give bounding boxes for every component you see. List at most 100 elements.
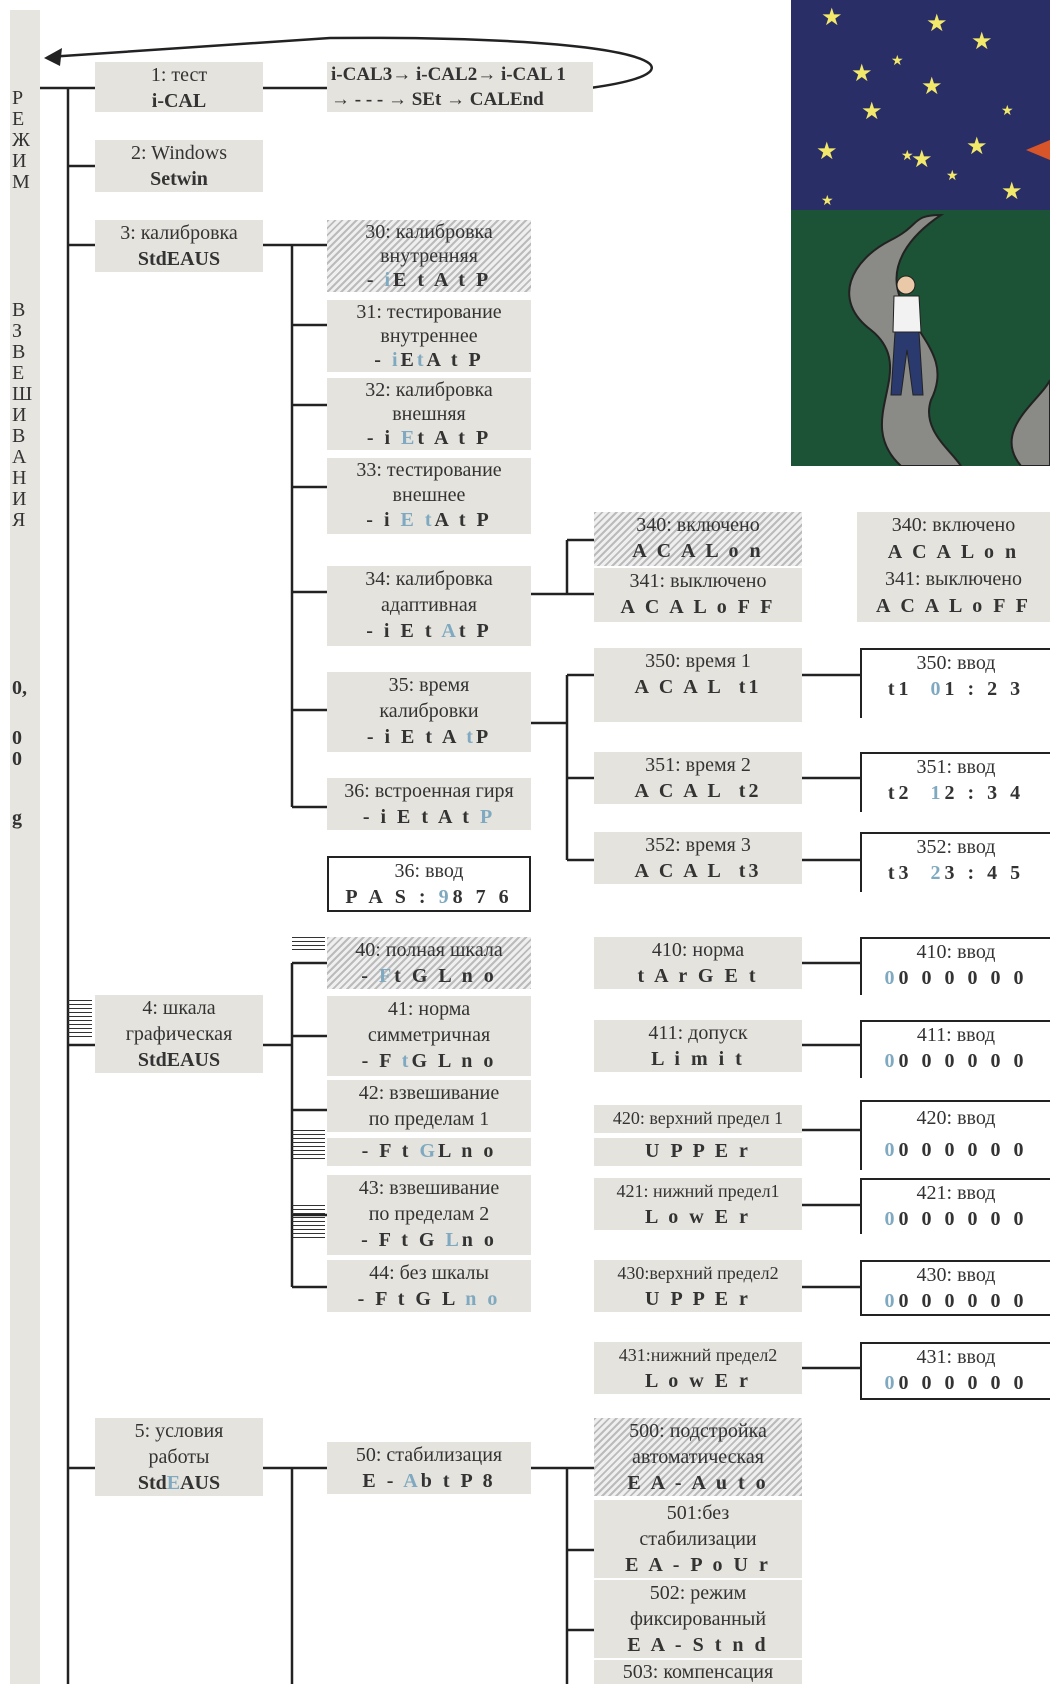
node-code: - i E t A t P: [362, 806, 496, 828]
node-label: 30: калибровка: [365, 221, 493, 243]
menu-node-31: 31: тестирование внутреннее - iEtA t P: [327, 300, 531, 372]
node-code: A C A L o F F: [620, 596, 776, 618]
loop-line-1: i-CAL3→ i-CAL2→ i-CAL 1: [331, 64, 566, 85]
node-code: - i E t At P: [366, 620, 492, 642]
star-icon: ★: [901, 149, 914, 164]
node-code: A C A L o n: [887, 541, 1020, 563]
sidebar-unit: g: [12, 807, 22, 829]
input-421-lower[interactable]: 421: ввод 00 0 0 0 0 0: [860, 1178, 1050, 1234]
input-420-upper[interactable]: 420: ввод 00 0 0 0 0 0: [860, 1100, 1050, 1170]
input-350-time[interactable]: 350: ввод t1 01 : 2 3: [860, 648, 1050, 718]
node-code: t1 01 : 2 3: [887, 678, 1025, 700]
menu-node-1-test: 1: тест i-CAL: [95, 62, 263, 112]
node-label-2: работы: [148, 1446, 210, 1468]
node-code: 00 0 0 0 0 0: [884, 1050, 1028, 1072]
menu-node-341: 341: выключено A C A L o F F: [594, 568, 802, 622]
input-410-target[interactable]: 410: ввод 00 0 0 0 0 0: [860, 937, 1050, 995]
menu-node-420-code: U P P E r: [594, 1138, 802, 1166]
node-label: 352: ввод: [916, 836, 996, 858]
menu-node-42-code: - F t GL n o: [327, 1138, 531, 1166]
node-code: L o w E r: [645, 1206, 751, 1228]
star-icon: ★: [891, 54, 904, 69]
sidebar-reading-1: 0,: [12, 677, 27, 699]
sidebar-weighing-word: В З В Е Ш И В А Н И Я: [12, 299, 33, 531]
star-icon: ★: [851, 61, 873, 87]
node-code: - F tG L n o: [361, 1050, 497, 1072]
star-icon: ★: [971, 29, 993, 55]
node-label: 502: режим: [649, 1582, 747, 1604]
star-icon: ★: [821, 194, 834, 209]
input-351-time[interactable]: 351: ввод t2 12 : 3 4: [860, 752, 1050, 812]
node-code: i-CAL: [151, 90, 207, 112]
node-label: 2: Windows: [130, 142, 228, 164]
menu-node-34: 34: калибровка адаптивная - i E t At P: [327, 566, 531, 646]
star-icon: ★: [946, 169, 959, 184]
star-icon: ★: [1001, 104, 1014, 119]
node-label: 340: включено: [636, 514, 760, 536]
node-label-2: симметричная: [367, 1024, 491, 1046]
input-411-limit[interactable]: 411: ввод 00 0 0 0 0 0: [860, 1020, 1050, 1078]
selection-stripes: [68, 1000, 92, 1040]
input-431-lower[interactable]: 431: ввод 00 0 0 0 0 0: [860, 1342, 1050, 1400]
menu-node-4-graphic-scale: 4: шкала графическая StdEAUS: [95, 995, 263, 1073]
node-label: 420: ввод: [916, 1107, 996, 1129]
menu-node-431: 431:нижний предел2 L o w E r: [594, 1342, 802, 1394]
node-code: - i E t A tP: [366, 726, 492, 748]
menu-node-44: 44: без шкалы - F t G L n o: [327, 1260, 531, 1312]
menu-node-351: 351: время 2 A C A L t2: [594, 752, 802, 804]
node-label: 4: шкала: [142, 997, 216, 1019]
menu-node-36: 36: встроенная гиря - i E t A t P: [327, 778, 531, 830]
node-label: 42: взвешивание: [358, 1082, 500, 1104]
node-label-2: внутренняя: [380, 245, 478, 267]
node-label: 340: включено: [891, 514, 1016, 536]
node-code: E A - S t n d: [627, 1634, 769, 1656]
menu-node-503: 503: компенсация: [594, 1660, 802, 1684]
node-label: 430:верхний предел2: [617, 1263, 779, 1283]
menu-node-501: 501:без стабилизации E A - P o U r: [594, 1500, 802, 1578]
star-icon: ★: [1001, 179, 1023, 205]
node-label: 341: выключено: [629, 570, 767, 592]
menu-node-5-conditions: 5: условия работы StdEAUS: [95, 1418, 263, 1496]
node-code: Setwin: [150, 168, 208, 190]
node-label: 33: тестирование: [356, 459, 502, 481]
menu-node-352: 352: время 3 A C A L t3: [594, 832, 802, 884]
menu-node-43: 43: взвешивание по пределам 2 - F t G Ln…: [327, 1175, 531, 1255]
menu-node-40: 40: полная шкала - Ft G L n o: [327, 937, 531, 989]
node-label-2: калибровки: [379, 700, 479, 722]
path-and-figure: [848, 140, 1050, 466]
input-36-password[interactable]: 36: ввод P A S : 98 7 6: [327, 856, 531, 912]
input-430-upper[interactable]: 430: ввод 00 0 0 0 0 0: [860, 1260, 1050, 1316]
night-path-illustration: ★ ★ ★ ★ ★ ★ ★ ★ ★ ★ ★ ★ ★ ★ ★: [791, 0, 1050, 466]
node-label: 421: нижний предел1: [616, 1181, 780, 1201]
node-label-2: адаптивная: [380, 594, 478, 616]
node-code: StdEAUS: [137, 248, 221, 270]
menu-node-420-label: 420: верхний предел 1: [594, 1105, 802, 1133]
node-code: - F t G L n o: [357, 1288, 501, 1310]
node-code: A C A L t3: [634, 860, 762, 882]
node-code: 00 0 0 0 0 0: [884, 967, 1028, 989]
node-label-2: по пределам 2: [368, 1203, 490, 1225]
node-code-2: A C A L o F F: [876, 595, 1031, 617]
star-icon: ★: [926, 11, 948, 37]
node-code: E A - P o U r: [625, 1554, 771, 1576]
star-icon: ★: [861, 99, 883, 125]
node-label: 421: ввод: [916, 1182, 996, 1204]
node-label: 503: компенсация: [622, 1661, 774, 1683]
node-label: 35: время: [388, 674, 470, 696]
node-label: 500: подстройка: [629, 1420, 767, 1442]
node-label: 41: норма: [387, 998, 471, 1020]
node-code: StdEAUS: [137, 1049, 221, 1071]
star-icon: ★: [911, 147, 933, 173]
node-label-2: автоматическая: [631, 1446, 765, 1468]
node-label-2: по пределам 1: [368, 1108, 490, 1130]
star-icon: ★: [816, 139, 838, 165]
node-code: E - Ab t P 8: [362, 1470, 496, 1492]
node-label: 5: условия: [134, 1420, 224, 1442]
input-352-time[interactable]: 352: ввод t3 23 : 4 5: [860, 832, 1050, 892]
selection-stripes: [292, 1205, 325, 1241]
node-label: 351: время 2: [645, 754, 751, 776]
menu-node-32: 32: калибровка внешняя - i Et A t P: [327, 378, 531, 450]
node-label: 40: полная шкала: [355, 939, 503, 961]
node-code: U P P E r: [645, 1140, 751, 1162]
